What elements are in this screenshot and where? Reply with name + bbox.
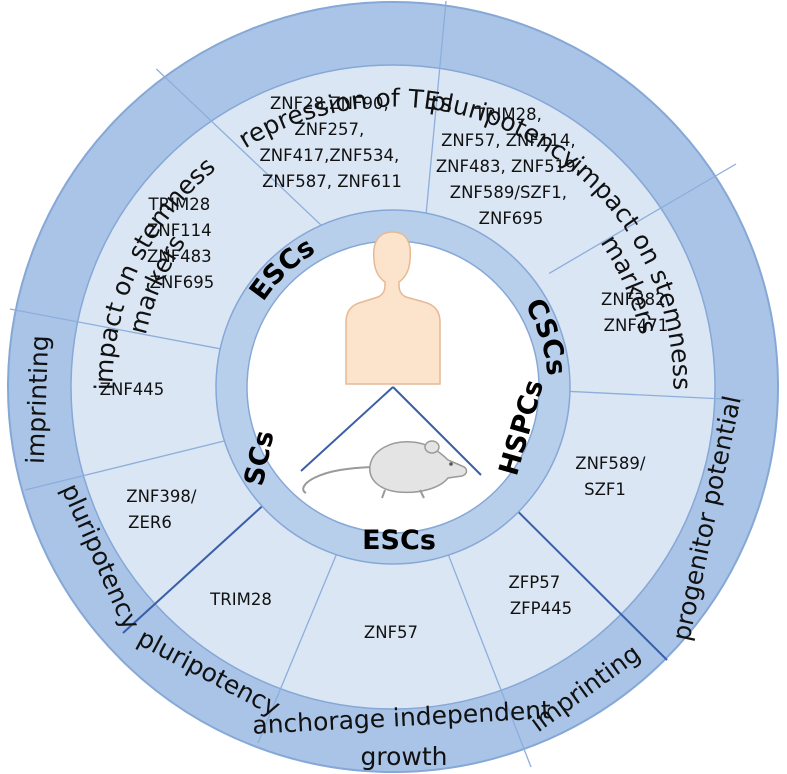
genes-pluripotency-scs: ZNF398/ ZER6 bbox=[126, 487, 201, 532]
genes-repression-of-tes: ZNF28,ZNF90, ZNF257, ZNF417,ZNF534, ZNF5… bbox=[259, 94, 404, 191]
genes-pluripotency-escs: TRIM28, ZNF57, ZNF114, ZNF483, ZNF519, Z… bbox=[436, 105, 586, 228]
genes-stemness-escs: TRIM28 ZNF114 ZNF483 ZNF695 bbox=[147, 195, 217, 292]
genes-stemness-cscs: ZNF382 ZNF471 bbox=[601, 290, 671, 335]
category-imprinting-left: imprinting bbox=[21, 335, 54, 465]
genes-mouse-pluripotency: TRIM28 bbox=[209, 590, 272, 609]
genes-mouse-anchorage: ZNF57 bbox=[364, 623, 418, 642]
human-icon bbox=[345, 231, 441, 385]
genes-progenitor-hspcs: ZNF589/ SZF1 bbox=[575, 454, 650, 499]
center-mouse-divider bbox=[300, 386, 482, 476]
cell-dividers bbox=[9, 0, 745, 768]
category-anchorage-growth: growth bbox=[361, 742, 448, 771]
genes-mouse-imprinting: ZFP57 ZFP445 bbox=[509, 573, 573, 618]
genes-imprinting-scs: ZNF445 bbox=[100, 380, 165, 399]
mouse-icon bbox=[302, 440, 468, 499]
gene-lists: ZNF28,ZNF90, ZNF257, ZNF417,ZNF534, ZNF5… bbox=[100, 94, 671, 642]
group-label-mouse-escs: ESCs bbox=[362, 525, 436, 556]
